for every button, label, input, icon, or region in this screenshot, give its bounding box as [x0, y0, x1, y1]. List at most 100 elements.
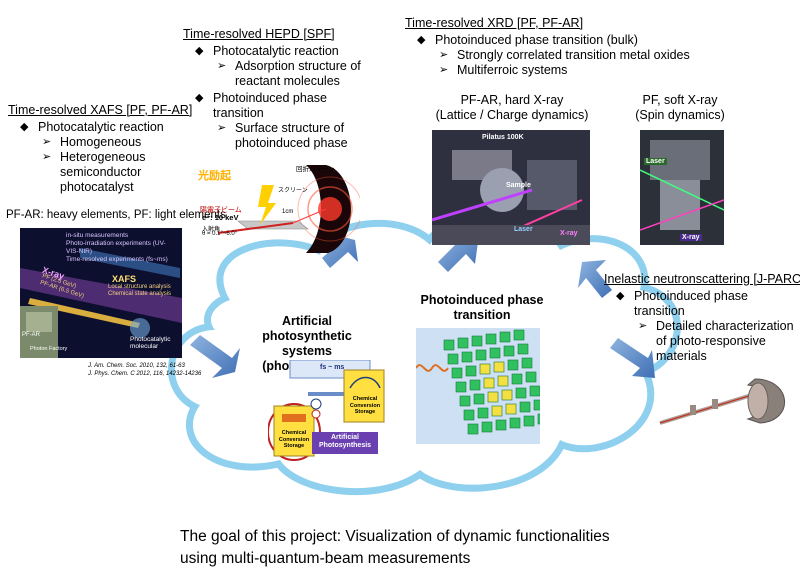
xrd-soft-laser: Laser: [644, 158, 667, 165]
cloud-right-title: Photoinduced phase transition: [420, 293, 544, 322]
hepd-figure-drawing: [217, 165, 360, 253]
lattice-cube: [523, 415, 535, 427]
hepd-fig-energy: e⁺: 10 keV: [202, 213, 239, 222]
xafs-ref: J. Am. Chem. Soc. 2010, 132, 61-63: [88, 363, 185, 369]
lattice-drawing: [416, 329, 540, 435]
lattice-cube: [451, 367, 463, 379]
lattice-cube: [519, 401, 531, 413]
xafs-fig-line: in-situ measurements: [66, 232, 129, 239]
lattice-cube: [457, 337, 469, 349]
xafs-sub-item: Heterogeneous semiconductor photocatalys…: [8, 150, 198, 195]
xafs-sub-item: Homogeneous: [8, 135, 198, 150]
xrd-soft-caption: PF, soft X-ray (Spin dynamics): [620, 93, 740, 123]
xafs-fig-line: Photo-irradiation experiments (UV-VIS-NI…: [66, 240, 166, 255]
lattice-cube: [507, 359, 519, 371]
lattice-cube: [529, 385, 540, 397]
lattice-cube: [463, 409, 475, 421]
hepd-fig-screen: スクリーン: [278, 188, 308, 194]
xrd-soft-line1: PF, soft X-ray: [642, 93, 718, 107]
xafs-fig-line: Time-resolved experiments (fs~ms): [66, 256, 168, 263]
phase-transition-image: [416, 328, 540, 444]
hepd-fig-beam: 陽電子ビーム: [200, 207, 242, 214]
xrd-item: Photoinduced phase transition (bulk): [405, 33, 725, 48]
xrd-section: Time-resolved XRD [PF, PF-AR] Photoinduc…: [405, 16, 725, 78]
lattice-cube: [447, 353, 459, 365]
lattice-cube: [455, 381, 467, 393]
xrd-hard-sample: Sample: [506, 182, 531, 189]
lattice-cube: [499, 331, 511, 343]
xrd-hard-xray: X-ray: [560, 230, 578, 237]
lattice-cube: [479, 363, 491, 375]
xafs-item: Photocatalytic reaction: [8, 120, 198, 135]
arrow-to-xafs: [190, 335, 240, 378]
lattice-cube: [509, 417, 521, 429]
hepd-fig-theta: θ = 0.1°~6.0°: [202, 231, 238, 237]
hepd-fig-angle: 入射角: [202, 227, 221, 233]
xrd-title: Time-resolved XRD [PF, PF-AR]: [405, 16, 584, 30]
xrd-soft-photo-drawing: [640, 130, 724, 245]
xafs-fig-facility: Photon Factory: [30, 346, 68, 352]
lattice-cube: [477, 407, 489, 419]
neutron-figure: [659, 378, 786, 425]
xrd-soft-xray: X-ray: [680, 234, 702, 241]
xafs-fig-molecule: Photocatalytic molecular: [130, 336, 171, 350]
xafs-fig-pfar: PF-AR: [22, 332, 40, 338]
xafs-note: PF-AR: heavy elements, PF: light element…: [6, 209, 226, 221]
xafs-fig-lines: in-situ measurements Photo-irradiation e…: [66, 232, 178, 264]
xrd-hard-photo: Pilatus 100K Sample Laser X-ray: [432, 130, 590, 245]
lattice-cube: [495, 419, 507, 431]
lattice-cube: [467, 423, 479, 435]
arrow-to-hepd: [322, 234, 358, 268]
xafs-refs: J. Am. Chem. Soc. 2010, 132, 61-63 J. Ph…: [88, 362, 201, 378]
hepd-section: Time-resolved HEPD [SPF] Photocatalytic …: [183, 27, 379, 151]
lattice-cube: [489, 347, 501, 359]
lattice-cube: [487, 391, 499, 403]
xrd-sub-item: Multiferroic systems: [405, 63, 725, 78]
xafs-title: Time-resolved XAFS [PF, PF-AR]: [8, 103, 193, 117]
lattice-cube: [471, 335, 483, 347]
hepd-fig-light: 光励起: [198, 170, 231, 182]
lattice-cube: [513, 329, 525, 341]
lattice-cube: [469, 379, 481, 391]
hepd-sub-item: Surface structure of photoinduced phase: [183, 121, 379, 151]
lattice-cube: [493, 361, 505, 373]
lattice-cube: [473, 393, 485, 405]
goal-line1: The goal of this project: Visualization …: [180, 528, 610, 545]
photosynthesis-timescale: fs ~ ms: [320, 364, 345, 371]
goal-line2: using multi-quantum-beam measurements: [180, 550, 471, 567]
xafs-section: Time-resolved XAFS [PF, PF-AR] Photocata…: [8, 103, 198, 195]
lattice-cube: [491, 405, 503, 417]
lattice-cube: [505, 403, 517, 415]
photosynthesis-conv1: Chemical Conversion Storage: [349, 396, 381, 415]
photosynthesis-drawing: [268, 360, 385, 461]
lattice-cube: [443, 339, 455, 351]
xrd-soft-line2: (Spin dynamics): [635, 108, 725, 122]
neutron-section: Inelastic neutronscattering [J-PARC] Pho…: [604, 272, 800, 364]
xrd-soft-photo: Laser X-ray: [640, 130, 724, 245]
lattice-cube: [459, 395, 471, 407]
project-goal: The goal of this project: Visualization …: [180, 526, 610, 570]
lattice-cube: [503, 345, 515, 357]
neutron-item: Photoinduced phase transition: [604, 289, 796, 319]
xrd-hard-photo-drawing: [432, 130, 590, 245]
hepd-figure: 光励起 回折パターン スクリーン 陽電子ビーム e⁺: 10 keV 1cm 入…: [198, 163, 360, 255]
lattice-cube: [525, 371, 537, 383]
xrd-sub-item: Strongly correlated transition metal oxi…: [405, 48, 725, 63]
lattice-cube: [521, 357, 533, 369]
hepd-sub-item: Adsorption structure of reactant molecul…: [183, 59, 379, 89]
hepd-item: Photoinduced phase transition: [183, 91, 379, 121]
xrd-hard-line2: (Lattice / Charge dynamics): [435, 108, 589, 122]
hepd-fig-size: 1cm: [282, 209, 294, 215]
xrd-hard-laser: Laser: [514, 226, 533, 233]
xafs-ref: J. Phys. Chem. C 2012, 116, 14232-14236: [88, 371, 202, 377]
lattice-cube: [537, 413, 540, 425]
xafs-figure: in-situ measurements Photo-irradiation e…: [20, 228, 182, 358]
xrd-hard-line1: PF-AR, hard X-ray: [460, 93, 564, 107]
lattice-cube: [485, 333, 497, 345]
xrd-hard-pilatus: Pilatus 100K: [482, 134, 524, 141]
lattice-cube: [475, 349, 487, 361]
lattice-cube: [465, 365, 477, 377]
xafs-figure-drawing: [20, 248, 182, 358]
xafs-fig-label: XAFS: [112, 274, 137, 284]
lattice-cube: [517, 343, 529, 355]
